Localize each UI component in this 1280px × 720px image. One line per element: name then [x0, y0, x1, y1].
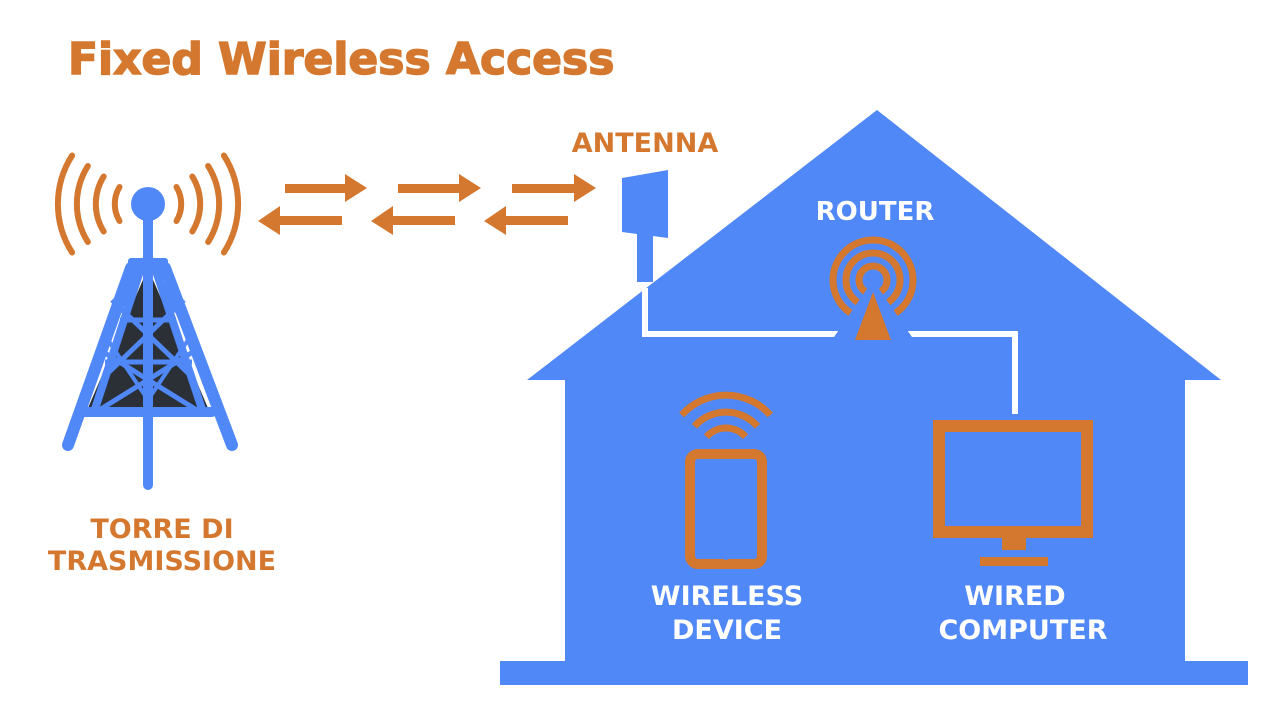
transmission-tower-icon — [62, 187, 238, 490]
tower-leg-inner-left — [90, 264, 145, 416]
arrow-right-icon — [398, 174, 481, 202]
tower-wave-left — [55, 152, 76, 256]
tower-lattice — [146, 338, 190, 402]
cable-antenna-to-router — [642, 288, 868, 337]
tower-wave-left — [92, 173, 107, 235]
monitor-neck — [1002, 538, 1026, 550]
wifi-arc — [679, 391, 773, 418]
house-shape — [500, 110, 1248, 685]
router-base — [855, 292, 891, 340]
arrow-left-icon — [258, 206, 342, 235]
wifi-arc — [703, 424, 749, 440]
tower-label-line1: TORRE DI — [90, 514, 233, 545]
signal-waves-icon — [55, 152, 241, 256]
tower-label-line2: TRASMISSIONE — [48, 546, 276, 577]
smartphone-icon — [685, 449, 767, 569]
tower-wave-right — [173, 184, 185, 224]
phone-home-button — [723, 554, 729, 560]
tower-lattice — [105, 270, 144, 332]
tower-wave-left — [73, 163, 91, 245]
tower-top-ball — [131, 187, 165, 221]
arrow-right-icon — [285, 174, 367, 202]
tower-lattice — [106, 338, 150, 402]
tower-leg-right — [159, 262, 238, 451]
monitor-screen — [933, 420, 1093, 538]
antenna-pole — [637, 232, 653, 282]
house-ground-bar — [500, 661, 1248, 685]
tower-lattice — [94, 347, 198, 415]
tower-leg-left — [62, 262, 137, 451]
router-icon — [829, 236, 917, 340]
tower-wave-right — [220, 152, 241, 256]
wired-computer-label-line1: WIRED — [964, 581, 1065, 612]
antenna-panel-icon — [622, 170, 668, 282]
tower-top-bar — [128, 258, 168, 270]
tower-wave-right — [205, 163, 223, 245]
arrow-left-icon — [371, 206, 455, 235]
antenna-label: ANTENNA — [572, 128, 719, 159]
wired-computer-label-line2: COMPUTER — [938, 615, 1107, 646]
tower-lattice — [152, 270, 191, 332]
phone-body — [685, 449, 767, 569]
cable-router-to-computer — [880, 331, 1018, 414]
wifi-arc — [691, 408, 761, 429]
wireless-device-label-line2: DEVICE — [672, 615, 782, 646]
page-title: Fixed Wireless Access — [68, 34, 614, 85]
router-label: ROUTER — [816, 197, 935, 227]
house-roof — [527, 110, 1221, 663]
arrow-right-icon — [512, 174, 596, 202]
antenna-panel — [622, 170, 668, 238]
tower-wave-right — [189, 173, 204, 235]
wireless-device-label-line1: WIRELESS — [651, 581, 803, 612]
wifi-icon — [679, 391, 773, 440]
network-cables — [642, 288, 1018, 414]
arrow-left-icon — [484, 206, 568, 235]
monitor-stand — [980, 557, 1048, 566]
tower-wave-left — [111, 184, 123, 224]
tower-leg-inner-right — [151, 264, 207, 416]
transmission-arrows — [258, 174, 596, 235]
monitor-icon — [933, 420, 1093, 566]
